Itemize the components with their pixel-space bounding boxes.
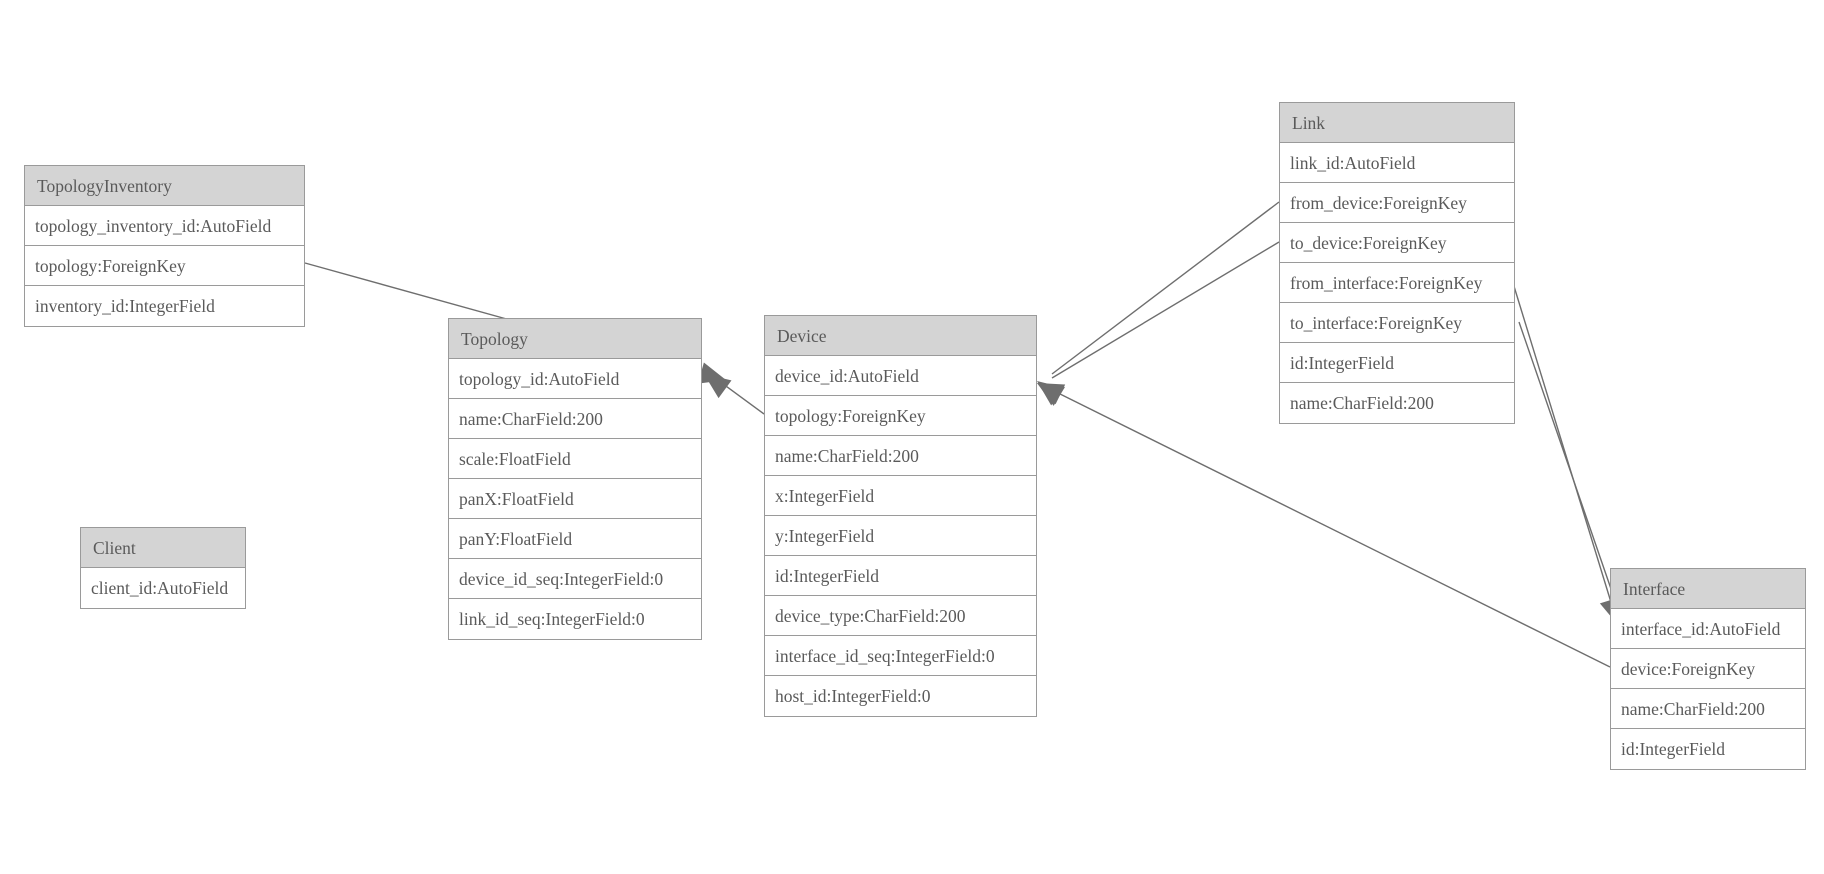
entity-attribute: device:ForeignKey [1611, 649, 1805, 689]
entity-attribute: id:IntegerField [765, 556, 1036, 596]
entity-attribute: host_id:IntegerField:0 [765, 676, 1036, 716]
relationship-arrowhead [1037, 383, 1066, 405]
entity-title-topology_inventory: TopologyInventory [25, 166, 304, 206]
entity-attribute: name:CharField:200 [1611, 689, 1805, 729]
entity-attribute: name:CharField:200 [1280, 383, 1514, 423]
entity-attribute: id:IntegerField [1280, 343, 1514, 383]
entity-attribute: id:IntegerField [1611, 729, 1805, 769]
entity-attribute: device_id_seq:IntegerField:0 [449, 559, 701, 599]
relationship-arrowhead [1037, 381, 1065, 406]
entity-attribute: link_id:AutoField [1280, 143, 1514, 183]
entity-attribute: device_type:CharField:200 [765, 596, 1036, 636]
entity-attribute: topology_id:AutoField [449, 359, 701, 399]
entity-title-device: Device [765, 316, 1036, 356]
entity-title-interface: Interface [1611, 569, 1805, 609]
entity-attribute: to_interface:ForeignKey [1280, 303, 1514, 343]
relationship-arrowhead [698, 362, 726, 384]
relationship-line [1051, 201, 1280, 375]
entity-attribute: name:CharField:200 [765, 436, 1036, 476]
entity-attribute: device_id:AutoField [765, 356, 1036, 396]
relationship-line [1051, 241, 1280, 379]
entity-attribute: interface_id_seq:IntegerField:0 [765, 636, 1036, 676]
entity-attribute: link_id_seq:IntegerField:0 [449, 599, 701, 639]
entity-attribute: to_device:ForeignKey [1280, 223, 1514, 263]
entity-title-client: Client [81, 528, 245, 568]
entity-title-topology: Topology [449, 319, 701, 359]
entity-title-link: Link [1280, 103, 1514, 143]
relationship-line [714, 377, 765, 415]
entity-attribute: y:IntegerField [765, 516, 1036, 556]
entity-attribute: client_id:AutoField [81, 568, 245, 608]
entity-attribute: topology:ForeignKey [765, 396, 1036, 436]
entity-attribute: panX:FloatField [449, 479, 701, 519]
entity-attribute: from_device:ForeignKey [1280, 183, 1514, 223]
entity-attribute: x:IntegerField [765, 476, 1036, 516]
entity-attribute: topology:ForeignKey [25, 246, 304, 286]
relationship-line [1512, 282, 1615, 613]
entity-attribute: scale:FloatField [449, 439, 701, 479]
relationship-line [1051, 389, 1611, 668]
entity-attribute: panY:FloatField [449, 519, 701, 559]
entity-attribute: inventory_id:IntegerField [25, 286, 304, 326]
relationship-arrowhead [704, 374, 732, 399]
relationship-arrowhead [1037, 383, 1065, 406]
entity-attribute: topology_inventory_id:AutoField [25, 206, 304, 246]
relationship-line [1518, 321, 1621, 616]
entity-attribute: name:CharField:200 [449, 399, 701, 439]
entity-attribute: interface_id:AutoField [1611, 609, 1805, 649]
entity-attribute: from_interface:ForeignKey [1280, 263, 1514, 303]
